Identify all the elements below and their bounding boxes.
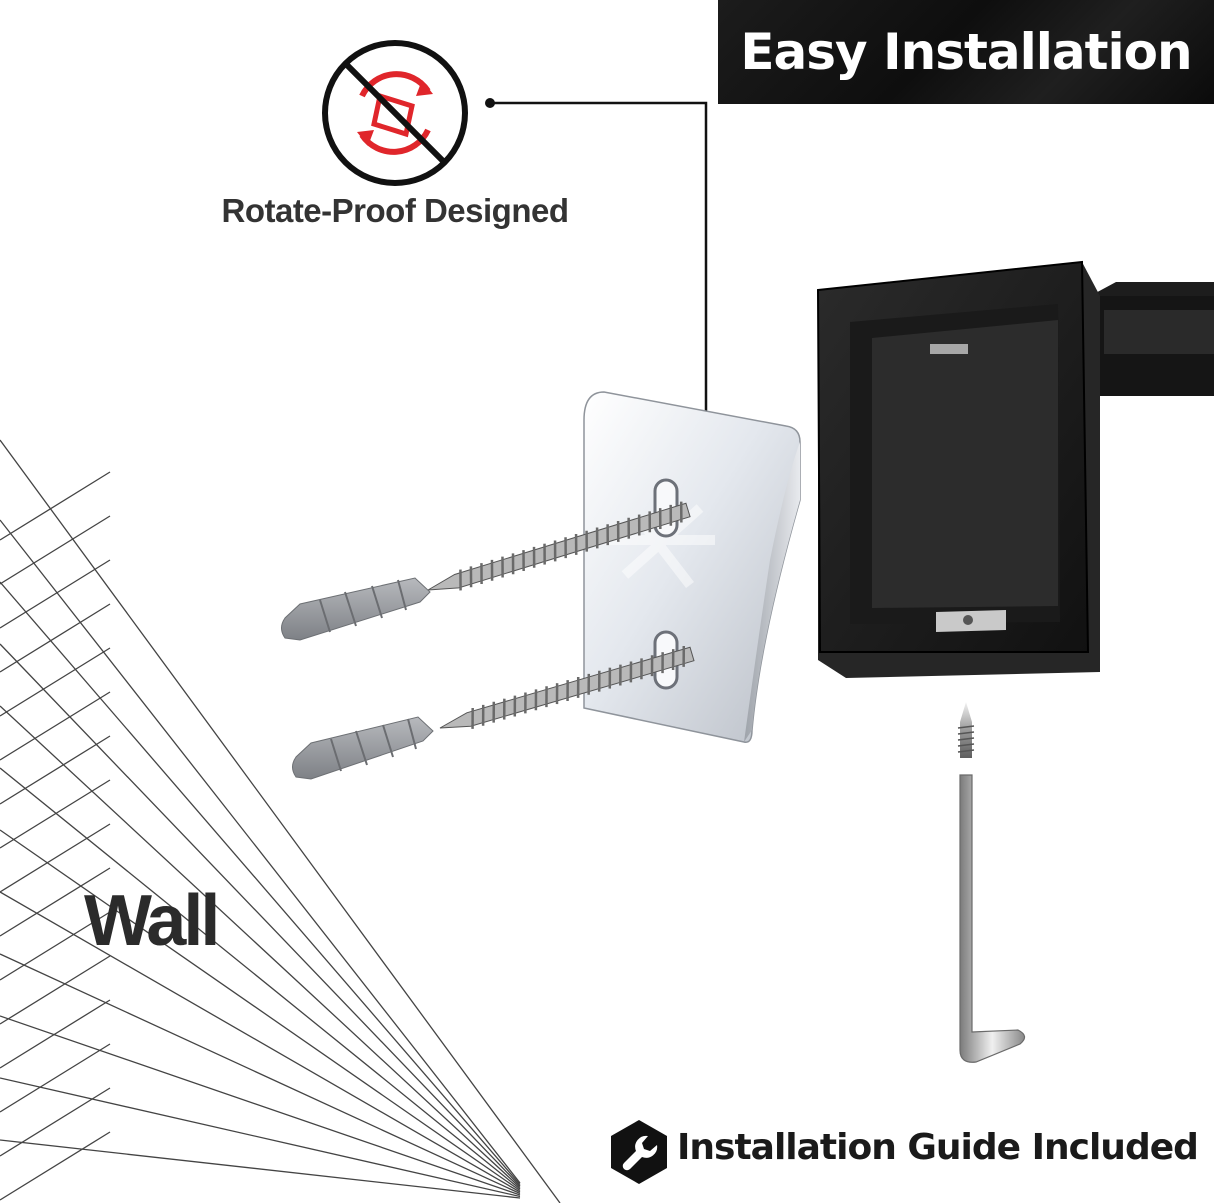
- no-rotate-icon: [322, 40, 468, 186]
- mounting-plate: [583, 391, 801, 743]
- rotate-proof-label: Rotate-Proof Designed: [221, 192, 569, 229]
- wall-label: Wall: [84, 881, 220, 961]
- banner-title: Easy Installation: [740, 23, 1192, 81]
- wall-anchor: [281, 577, 431, 641]
- screw: [427, 501, 691, 591]
- wrench-icon: [611, 1120, 667, 1184]
- title-banner: Easy Installation: [718, 0, 1214, 104]
- hook-cover: [816, 260, 1214, 678]
- wall-anchor: [292, 716, 434, 780]
- screw: [439, 645, 695, 729]
- set-screw: [957, 702, 975, 758]
- allen-wrench: [959, 774, 1026, 1063]
- installation-guide-label: Installation Guide Included: [677, 1127, 1199, 1168]
